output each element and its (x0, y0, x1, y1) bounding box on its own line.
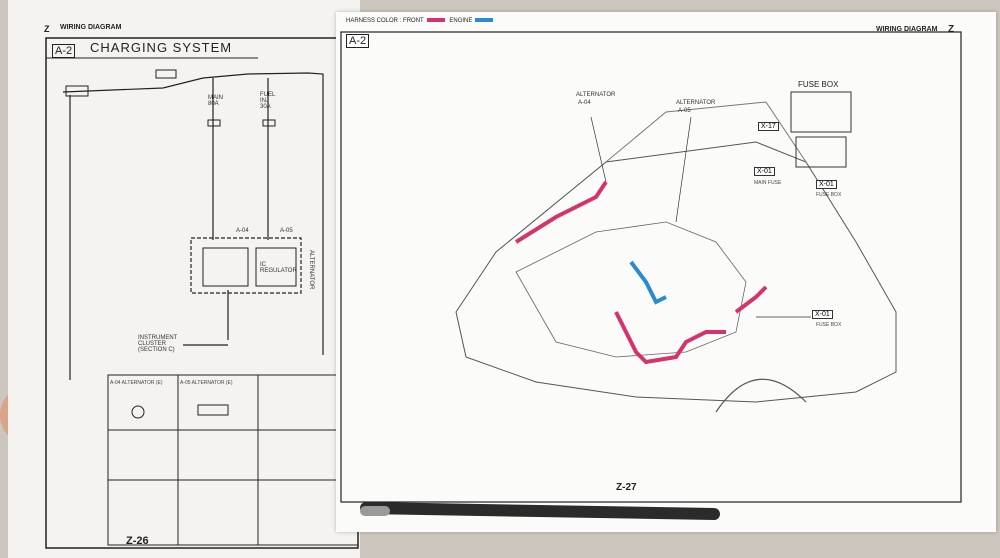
pen-tip (360, 506, 390, 516)
callout-x17: X-17 (758, 122, 779, 131)
right-page-code: A-2 (346, 34, 370, 48)
table-a04-header: A-04 ALTERNATOR (E) (110, 380, 163, 386)
label-instrument-cluster: INSTRUMENT CLUSTER (SECTION C) (138, 335, 178, 353)
callout-alternator-a05: ALTERNATOR (676, 100, 716, 106)
harness-legend: HARNESS COLOR : FRONT ENGINE (346, 18, 496, 24)
label-a05: A-05 (280, 228, 293, 234)
right-page: A-2 HARNESS COLOR : FRONT ENGINE WIRING … (336, 12, 996, 532)
right-header: WIRING DIAGRAM (876, 26, 938, 33)
callout-x01-right: X-01 (812, 310, 833, 319)
callout-a05: A-05 (678, 108, 691, 114)
front-color-swatch (426, 18, 445, 23)
harness-engine-label: ENGINE (449, 18, 473, 24)
right-page-diagram (340, 31, 962, 503)
left-header: WIRING DIAGRAM (60, 24, 122, 31)
callout-fuse-box-right: FUSE BOX (816, 322, 842, 328)
callout-a04: A-04 (578, 100, 591, 106)
callout-x01-fuse: X-01 (816, 180, 837, 189)
right-section-label: Z (948, 24, 955, 35)
callout-alternator-a04: ALTERNATOR (576, 92, 616, 98)
left-page-diagram (45, 37, 359, 549)
left-page-number: Z-26 (126, 535, 149, 547)
callout-x01-main: X-01 (754, 167, 775, 176)
left-page: Z WIRING DIAGRAM A-2 CHARGING SYSTEM MAI… (8, 0, 360, 558)
callout-fuse-box: FUSE BOX (816, 192, 842, 198)
label-fuel-inj: FUEL INJ 30A (260, 92, 276, 110)
right-page-number: Z-27 (616, 482, 637, 493)
table-a05-header: A-05 ALTERNATOR (E) (180, 380, 233, 386)
left-page-code: A-2 (52, 44, 76, 58)
engine-color-swatch (475, 18, 494, 23)
callout-main-fuse: MAIN FUSE (754, 180, 782, 186)
label-regulator: IC REGULATOR (260, 262, 297, 274)
left-page-title: CHARGING SYSTEM (90, 40, 233, 55)
label-a04: A-04 (236, 228, 249, 234)
harness-color-label: HARNESS COLOR : (346, 18, 402, 24)
harness-front-label: FRONT (403, 18, 424, 24)
label-main-fuse: MAIN 80A (208, 95, 223, 107)
left-section-label: Z (44, 24, 50, 34)
label-alternator: ALTERNATOR (308, 250, 314, 290)
fuse-box-title: FUSE BOX (798, 80, 839, 89)
